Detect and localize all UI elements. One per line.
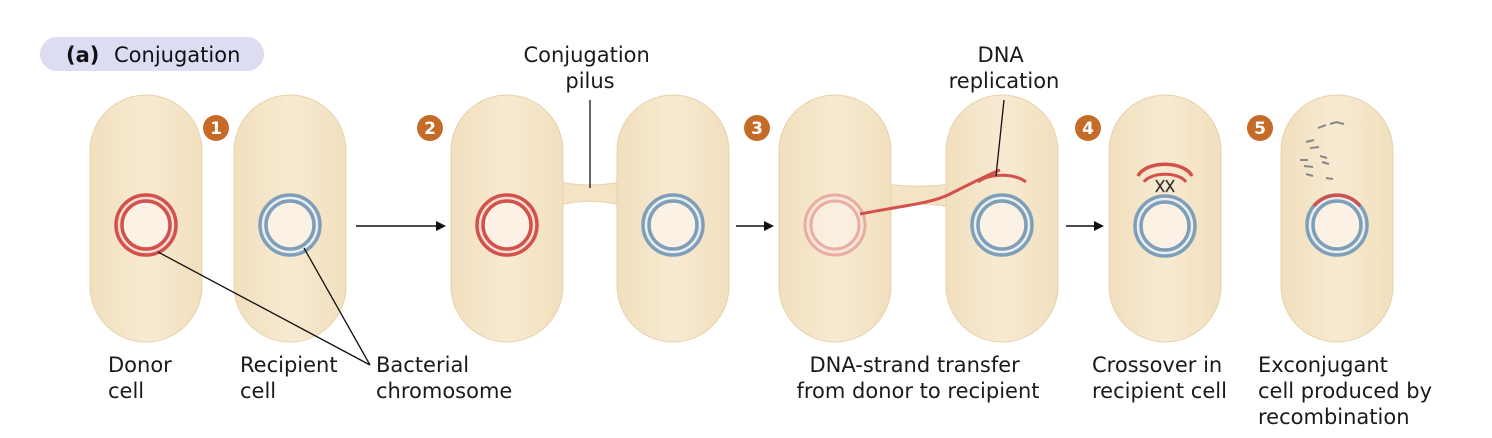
recombinant-chromosome-step5 <box>1305 193 1369 257</box>
recipient-chromosome-step1 <box>258 193 322 257</box>
label-donor-cell: Donor cell <box>108 353 179 403</box>
label-crossover: Crossover in recipient cell <box>1092 353 1229 403</box>
svg-text:1: 1 <box>210 119 222 139</box>
crossover-donor-fragment <box>1136 162 1194 183</box>
donor-chromosome-step2 <box>475 193 539 257</box>
recipient-chromosome-step2 <box>641 193 705 257</box>
recipient-chromosome-step4 <box>1133 194 1197 258</box>
chromosome-leader-recipient <box>303 247 371 366</box>
step-badge-5: 5 <box>1247 115 1273 141</box>
label-recipient-cell: Recipient cell <box>240 353 344 403</box>
label-dna-strand-transfer: DNA-strand transfer from donor to recipi… <box>796 353 1039 403</box>
replication-leader-line <box>995 99 1005 177</box>
step-badge-2: 2 <box>417 115 443 141</box>
label-exconjugant: Exconjugant cell produced by recombinati… <box>1258 353 1439 429</box>
step-badge-1: 1 <box>203 115 229 141</box>
replicated-strand-arc <box>977 173 1027 184</box>
title-pill <box>40 37 264 71</box>
label-bacterial-chromosome: Bacterial chromosome <box>376 353 512 403</box>
svg-text:2: 2 <box>424 119 436 139</box>
panel-title: (a) Conjugation <box>40 37 264 71</box>
svg-text:3: 3 <box>751 119 763 139</box>
dna-fragments <box>1300 121 1345 180</box>
recipient-chromosome-step3 <box>970 193 1034 257</box>
label-conjugation-pilus: Conjugation pilus <box>523 43 656 93</box>
svg-text:4: 4 <box>1082 119 1094 139</box>
panel-title-text: Conjugation <box>114 43 240 67</box>
crossover-x-marks <box>1155 179 1175 193</box>
svg-text:5: 5 <box>1254 119 1266 139</box>
panel-letter: (a) <box>66 43 99 67</box>
donor-chromosome-step1 <box>114 193 178 257</box>
step-badge-3: 3 <box>744 115 770 141</box>
label-dna-replication: DNA replication <box>949 43 1060 93</box>
step-badge-4: 4 <box>1075 115 1101 141</box>
chromosome-leader-donor <box>157 251 371 366</box>
donor-chromosome-step3 <box>803 193 867 257</box>
